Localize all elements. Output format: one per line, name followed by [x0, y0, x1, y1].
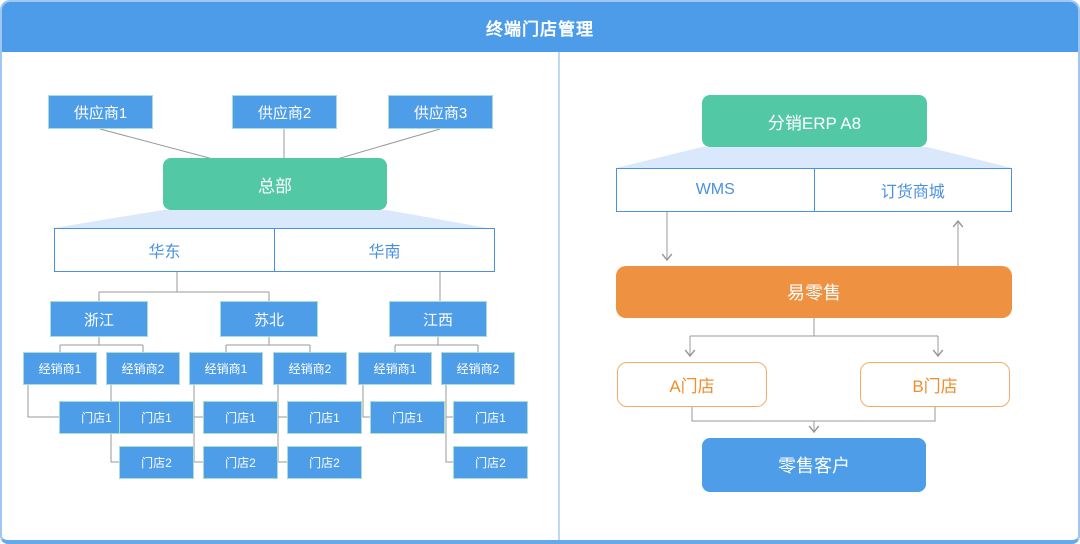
- province-box-jiangxi: 江西: [389, 301, 487, 337]
- regions-box: 华东 华南: [54, 228, 495, 272]
- erp-box: 分销ERP A8: [702, 95, 927, 147]
- province-box-subei: 苏北: [220, 301, 318, 337]
- module-cell-wms: WMS: [695, 181, 735, 198]
- supplier-box-1: 供应商1: [48, 95, 153, 129]
- province-box-zhejiang: 浙江: [50, 301, 148, 337]
- retail-system-box: 易零售: [616, 266, 1012, 318]
- store-box: 门店2: [203, 446, 278, 479]
- store-box: 门店2: [453, 446, 528, 479]
- store-box: 门店1: [203, 401, 278, 434]
- hq-trapezoid: [48, 210, 493, 229]
- store-box: 门店1: [453, 401, 528, 434]
- region-cell-east: 华东: [148, 244, 181, 261]
- supplier-box-2: 供应商2: [232, 95, 337, 129]
- page-title: 终端门店管理: [486, 19, 594, 39]
- distributor-box: 经销商1: [358, 352, 432, 385]
- panel-divider: [558, 52, 560, 540]
- headquarters-box: 总部: [163, 158, 387, 210]
- region-cell-south: 华南: [274, 229, 494, 271]
- store-box: 门店1: [119, 401, 194, 434]
- distributor-box: 经销商2: [441, 352, 515, 385]
- title-bar: 终端门店管理: [2, 2, 1078, 52]
- store-box: 门店2: [287, 446, 362, 479]
- erp-trapezoid: [616, 147, 1012, 168]
- distributor-box: 经销商1: [189, 352, 263, 385]
- module-cell-order-mall: 订货商城: [813, 169, 1012, 211]
- store-a-box: A门店: [617, 362, 767, 407]
- modules-box: WMS 订货商城: [616, 168, 1012, 212]
- distributor-box: 经销商2: [273, 352, 347, 385]
- store-box: 门店2: [119, 446, 194, 479]
- retail-customer-box: 零售客户: [702, 438, 926, 492]
- store-box: 门店1: [370, 401, 445, 434]
- store-b-box: B门店: [860, 362, 1010, 407]
- distributor-box: 经销商2: [106, 352, 180, 385]
- distributor-box: 经销商1: [23, 352, 97, 385]
- store-box: 门店1: [287, 401, 362, 434]
- supplier-box-3: 供应商3: [388, 95, 493, 129]
